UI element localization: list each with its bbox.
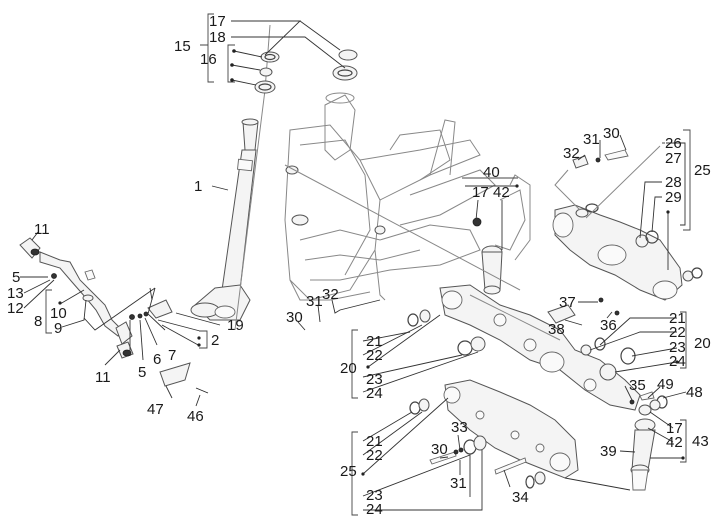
callout-35: 35 (629, 377, 646, 394)
callout-20: 20 (694, 335, 711, 352)
side-stand-assembly (19, 237, 209, 394)
callout-30: 30 (286, 309, 303, 326)
callout-23: 23 (366, 371, 383, 388)
callout-7: 7 (168, 347, 176, 364)
callout-28: 28 (665, 174, 682, 191)
callout-38: 38 (548, 321, 565, 338)
leader-lines (20, 20, 687, 511)
callout-30: 30 (603, 125, 620, 142)
callout-1: 1 (194, 178, 202, 195)
callout-42: 42 (493, 184, 510, 201)
callout-31: 31 (583, 131, 600, 148)
callout-46: 46 (187, 408, 204, 425)
callout-20: 20 (340, 360, 357, 377)
callout-5: 5 (138, 364, 146, 381)
callout-24: 24 (669, 353, 686, 370)
callout-9: 9 (54, 320, 62, 337)
callout-43: 43 (692, 433, 709, 450)
callout-26: 26 (665, 135, 682, 152)
callout-22: 22 (366, 447, 383, 464)
callout-40: 40 (483, 164, 500, 181)
callout-17: 17 (472, 184, 489, 201)
middle-swing-arm (407, 284, 641, 411)
callout-17: 17 (666, 420, 683, 437)
callout-18: 18 (209, 29, 226, 46)
callout-11: 11 (34, 221, 50, 238)
callout-10: 10 (50, 305, 67, 322)
upper-right-swing-arm (552, 145, 703, 301)
callout-39: 39 (600, 443, 617, 460)
brackets (45, 13, 691, 516)
callout-21: 21 (366, 333, 383, 350)
callout-47: 47 (147, 401, 164, 418)
callout-22: 22 (669, 324, 686, 341)
callout-31: 31 (450, 475, 467, 492)
callout-42: 42 (666, 434, 683, 451)
lower-swing-arm (409, 379, 579, 489)
callout-11: 11 (95, 369, 111, 386)
callout-15: 15 (174, 38, 191, 55)
callout-25: 25 (340, 463, 357, 480)
callout-30: 30 (431, 441, 448, 458)
callout-5: 5 (12, 269, 20, 286)
steering-bearings (254, 49, 358, 94)
steering-column (190, 24, 271, 331)
callout-8: 8 (34, 313, 42, 330)
reference-dots (58, 49, 685, 476)
callout-labels: 17 18 15 16 1 11 5 13 12 8 10 9 11 5 6 7… (7, 13, 711, 518)
callout-21: 21 (669, 310, 686, 327)
callout-37: 37 (559, 294, 576, 311)
callout-2: 2 (211, 332, 219, 349)
callout-36: 36 (600, 317, 617, 334)
callout-32: 32 (322, 286, 339, 303)
callout-25: 25 (694, 162, 711, 179)
callout-22: 22 (366, 347, 383, 364)
pivot-shaft (629, 391, 668, 491)
callout-12: 12 (7, 300, 24, 317)
callout-33: 33 (451, 419, 468, 436)
callout-31: 31 (306, 293, 323, 310)
callout-49: 49 (657, 376, 674, 393)
callout-23: 23 (366, 487, 383, 504)
callout-17: 17 (209, 13, 226, 30)
callout-13: 13 (7, 285, 24, 302)
callout-32: 32 (563, 145, 580, 162)
callout-29: 29 (665, 189, 682, 206)
callout-48: 48 (686, 384, 703, 401)
callout-6: 6 (153, 351, 161, 368)
callout-23: 23 (669, 339, 686, 356)
callout-24: 24 (366, 501, 383, 518)
callout-27: 27 (665, 150, 682, 167)
callout-34: 34 (512, 489, 529, 506)
callout-19: 19 (227, 317, 244, 334)
callout-16: 16 (200, 51, 217, 68)
callout-21: 21 (366, 433, 383, 450)
callout-24: 24 (366, 385, 383, 402)
